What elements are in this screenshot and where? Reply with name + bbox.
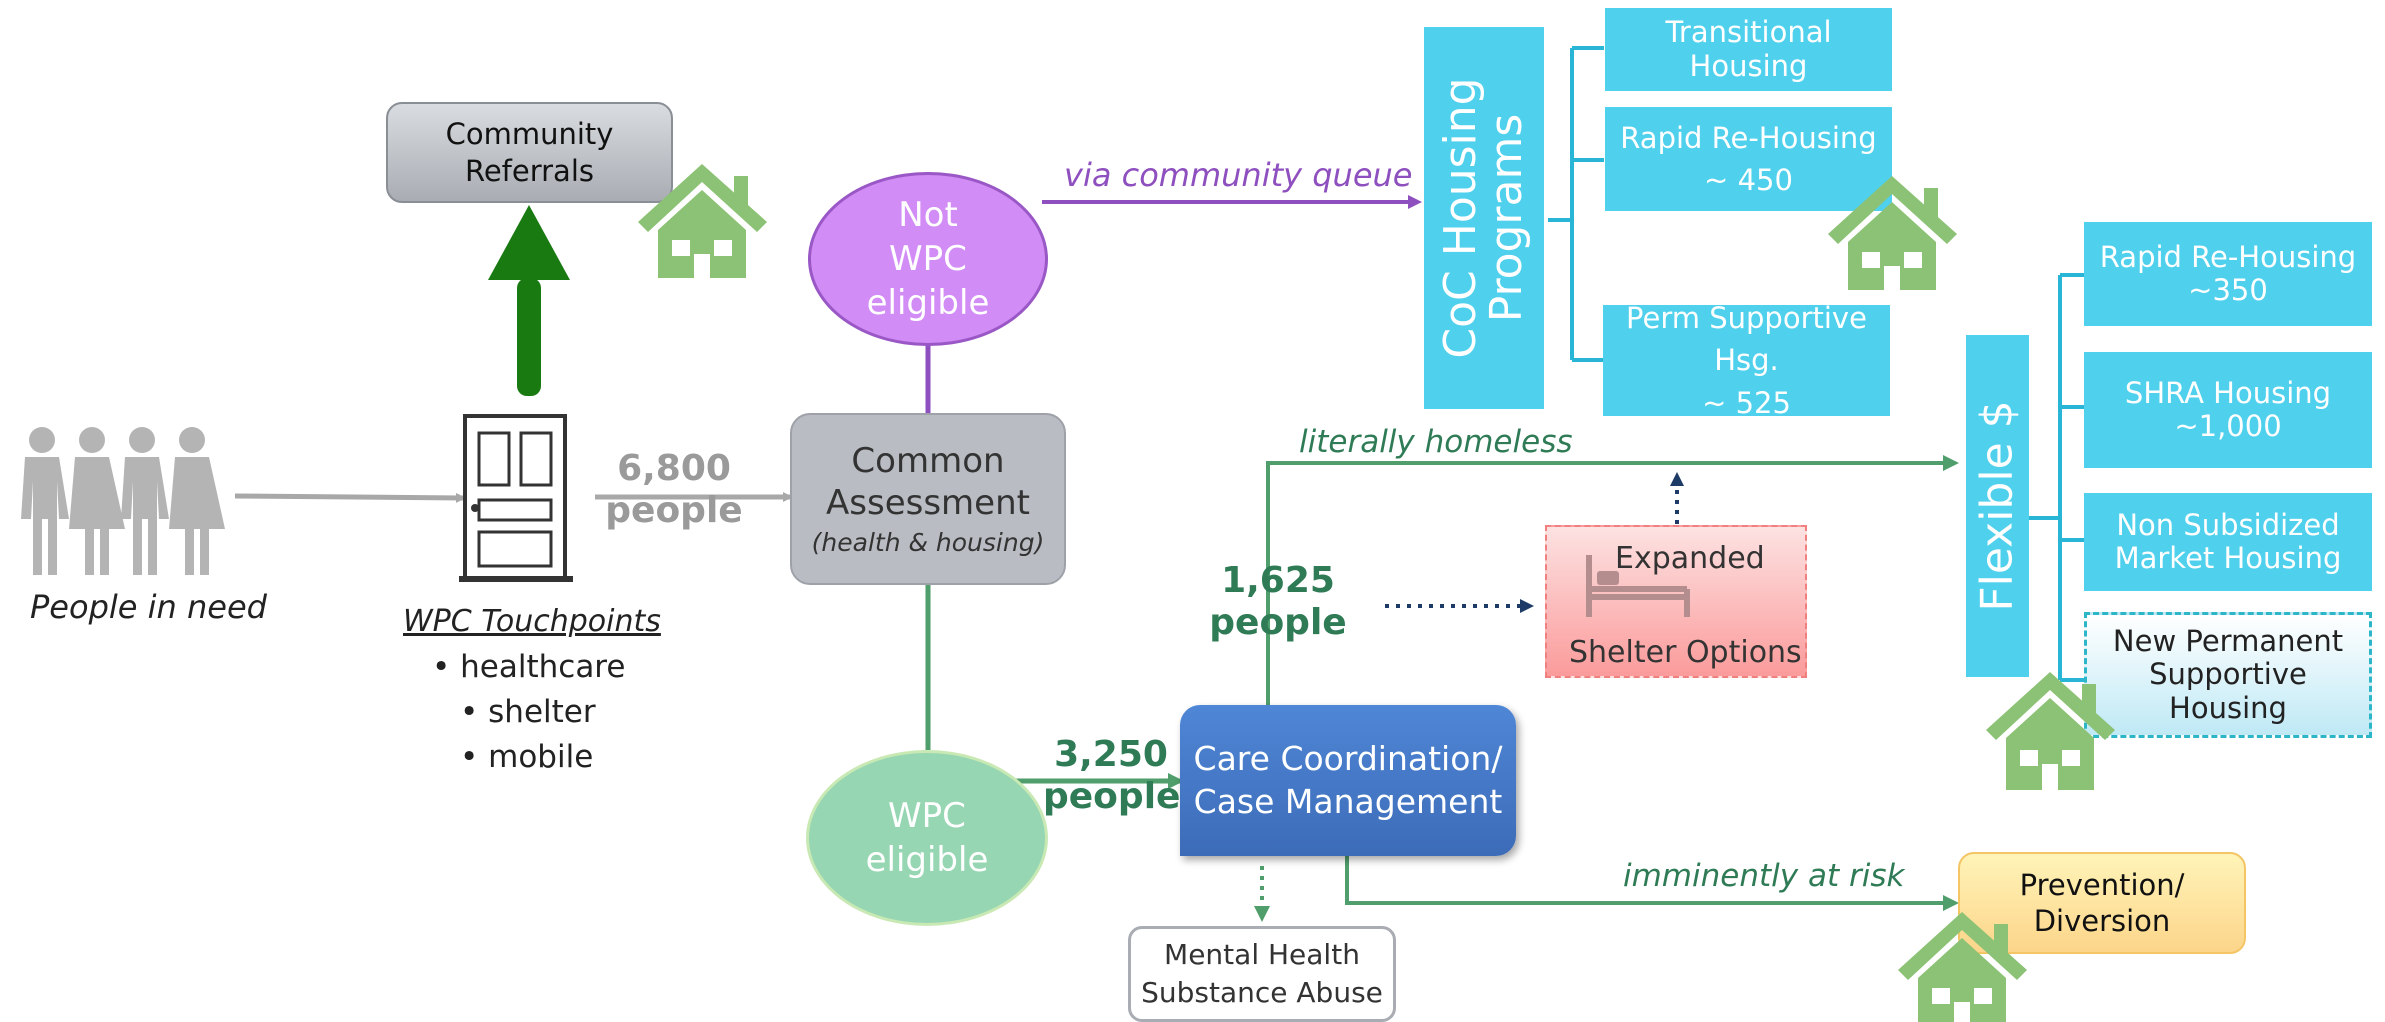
care-coordination-label: Care Coordination/ Case Management [1193, 739, 1503, 821]
coc-program-label: Transitional Housing [1665, 15, 1832, 83]
flexible-bar: Flexible $ [1966, 335, 2029, 677]
mental-health-label: Mental Health Substance Abuse [1141, 938, 1383, 1009]
flex-option-label: SHRA Housing ~1,000 [2124, 375, 2332, 443]
via-queue-label: via community queue [1064, 156, 1413, 194]
coc-program-label: Perm Supportive Hsg. ~ 525 [1626, 301, 1867, 420]
branch-count-label: 1,625 people [1209, 560, 1347, 644]
common-assessment-subtitle: (health & housing) [811, 527, 1045, 557]
literally-homeless-arrow [1266, 455, 1959, 705]
coc-program-transitional: Transitional Housing [1605, 8, 1892, 91]
community-referrals-box: Community Referrals [386, 102, 673, 203]
at-risk-label: imminently at risk [1623, 858, 1905, 894]
coc-program-label: Rapid Re-Housing ~ 450 [1620, 120, 1877, 197]
wpc-eligible-label: WPC eligible [865, 795, 989, 880]
house-icon [1828, 176, 1957, 290]
not-eligible-node: Not WPC eligible [808, 172, 1048, 346]
people-to-door-arrow [234, 492, 466, 503]
common-assessment-box: Common Assessment (health & housing) [790, 413, 1066, 585]
community-referrals-label: Community Referrals [445, 117, 614, 188]
house-icon [638, 164, 767, 278]
coc-programs-bar: CoC Housing Programs [1424, 27, 1544, 409]
care-coordination-box: Care Coordination/ Case Management [1180, 705, 1516, 856]
expanded-shelter-box: Expanded Shelter Options [1545, 525, 1807, 678]
house-icon [1898, 912, 2027, 1022]
common-assessment-title: Common Assessment [826, 441, 1030, 523]
referral-arrow-shaft [517, 278, 541, 396]
touchpoint-item-mobile: • mobile [460, 739, 594, 775]
coc-programs-title: CoC Housing Programs [1434, 77, 1532, 359]
flex-option-label: Rapid Re-Housing ~350 [2099, 239, 2357, 307]
people-count-label: 6,800 people [605, 448, 743, 532]
coc-program-psh: Perm Supportive Hsg. ~ 525 [1603, 301, 1890, 420]
eligible-count-label: 3,250 people [1043, 734, 1181, 818]
prevention-label: Prevention/ Diversion [2019, 867, 2185, 938]
referral-arrow-head [488, 205, 570, 280]
flex-option-market: Non Subsidized Market Housing [2084, 493, 2372, 591]
flex-option-shra: SHRA Housing ~1,000 [2084, 352, 2372, 468]
shelter-label-line2: Shelter Options [1569, 635, 1802, 670]
touchpoints-title: WPC Touchpoints [403, 604, 661, 639]
bed-icon [1586, 555, 1690, 617]
literally-homeless-label: literally homeless [1299, 424, 1573, 460]
flex-option-label: New Permanent Supportive Housing [2112, 623, 2344, 725]
flexible-title: Flexible $ [1971, 400, 2023, 612]
door-icon [459, 414, 573, 582]
mental-health-box: Mental Health Substance Abuse [1128, 926, 1396, 1022]
flex-option-label: Non Subsidized Market Housing [2114, 507, 2342, 575]
coc-program-rapid: Rapid Re-Housing ~ 450 [1605, 107, 1892, 211]
at-risk-arrow [1345, 856, 1959, 911]
flex-option-rapid: Rapid Re-Housing ~350 [2084, 222, 2372, 326]
touchpoint-item-shelter: • shelter [460, 694, 596, 730]
flex-option-new-psh: New Permanent Supportive Housing [2084, 612, 2372, 738]
people-caption: People in need [30, 588, 267, 626]
touchpoint-item-healthcare: • healthcare [432, 649, 626, 685]
wpc-eligible-node: WPC eligible [806, 750, 1048, 926]
shelter-label-line1: Expanded [1615, 541, 1765, 576]
coc-bracket [1548, 46, 1604, 362]
people-group-icon [21, 427, 225, 575]
not-eligible-label: Not WPC eligible [866, 194, 990, 324]
house-icon [1986, 672, 2115, 790]
